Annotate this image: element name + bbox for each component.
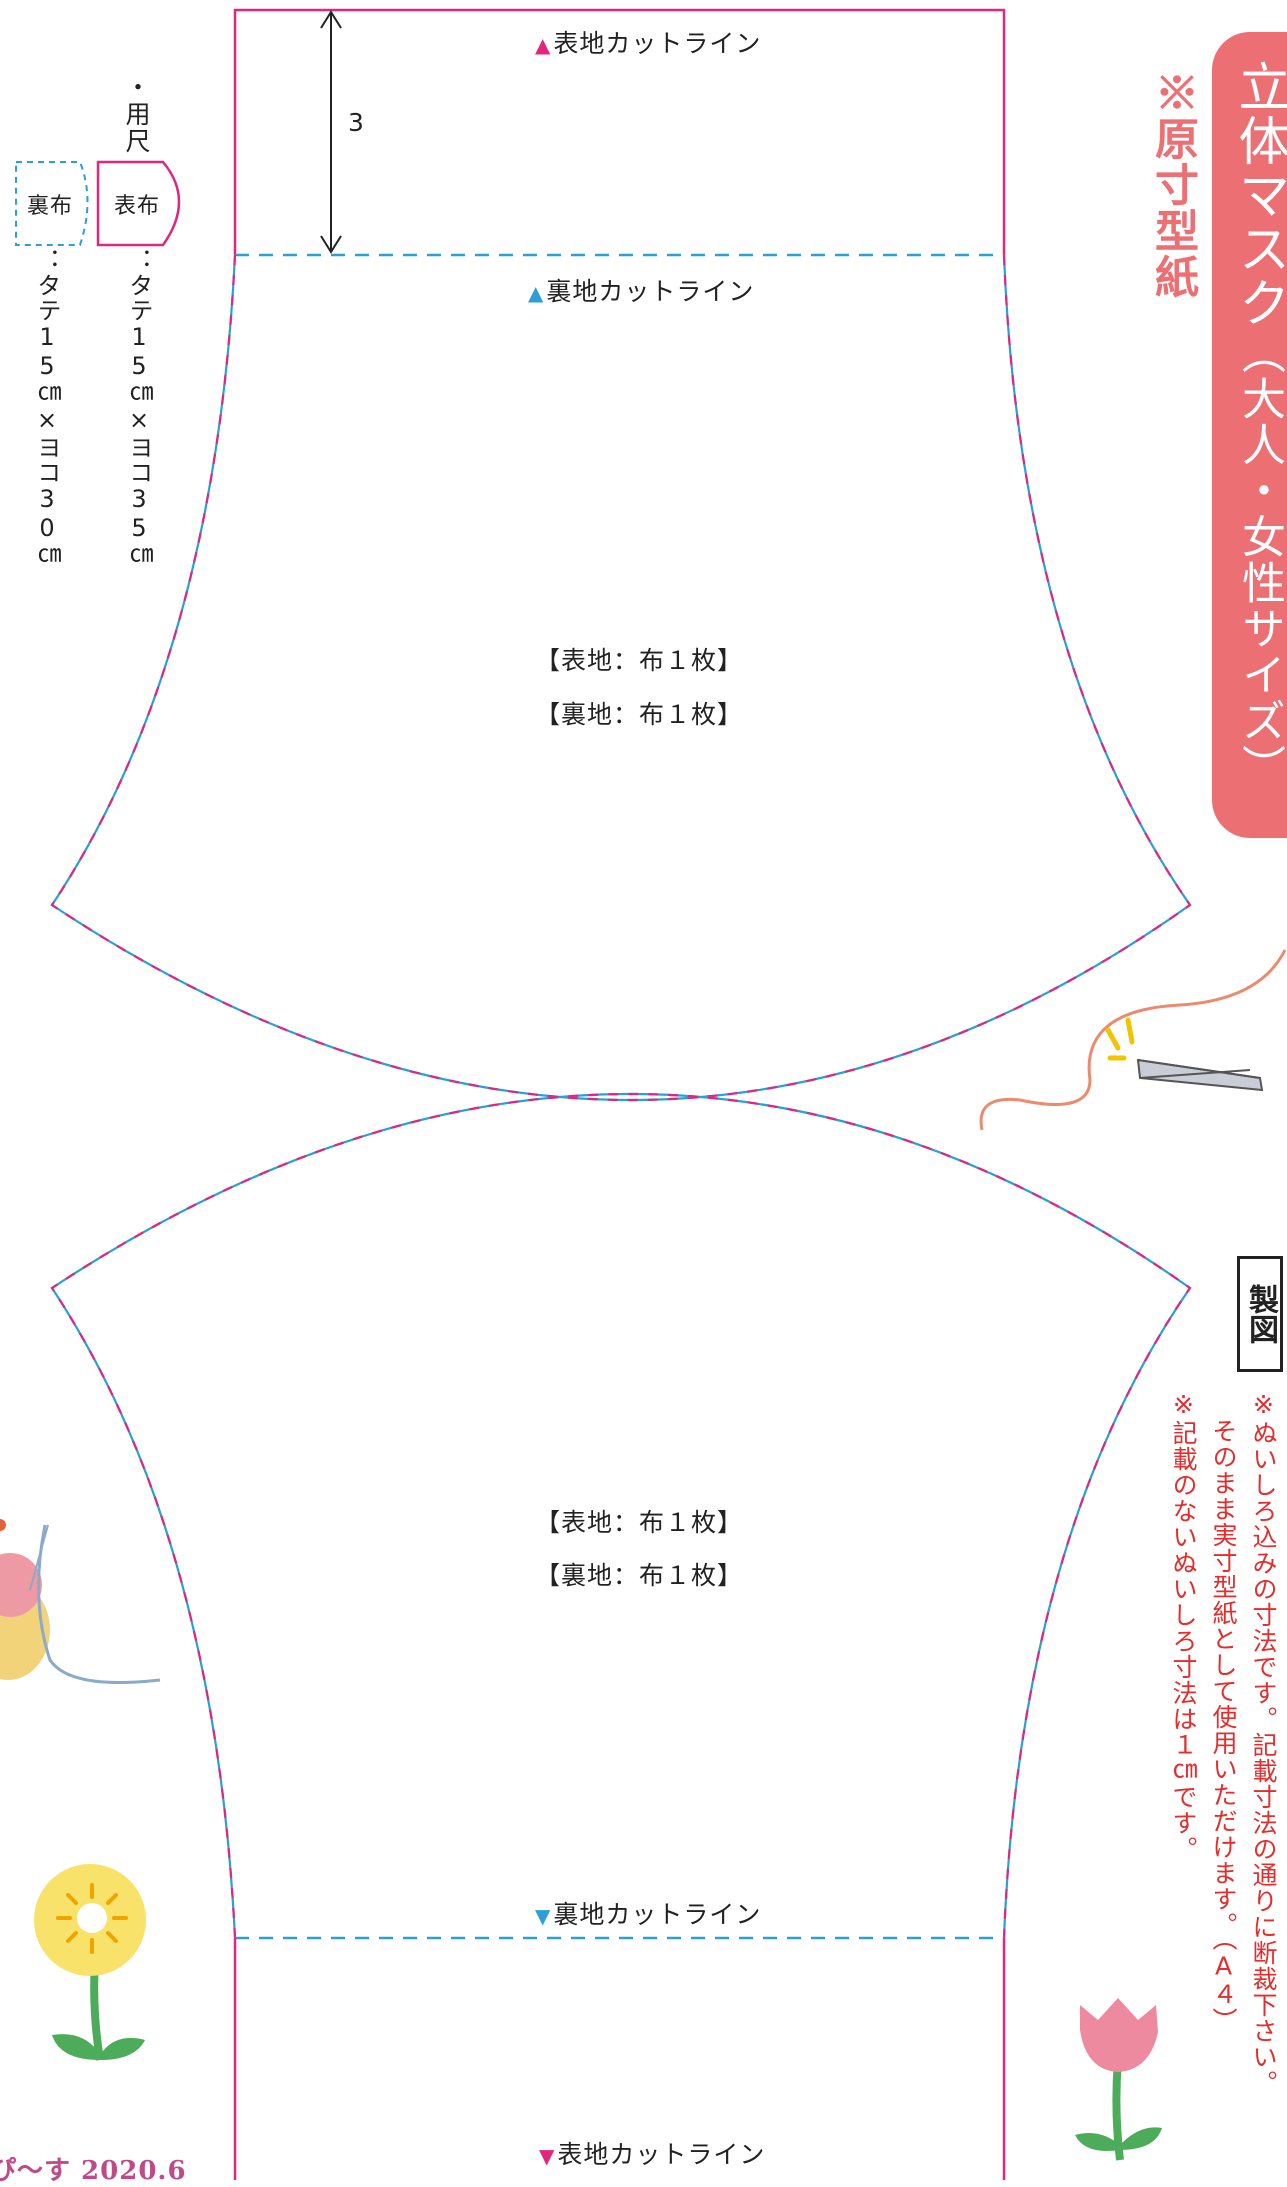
flower-icon: [34, 1864, 146, 2061]
materials-heading: ・用尺: [122, 74, 151, 155]
ura-label: 裏布: [27, 194, 74, 219]
bottom-outer-cutline-label: ▼表地カットライン: [539, 2135, 765, 2171]
bottom-outer-rect: [233, 1938, 1006, 2180]
omote-pattern-icon: [96, 160, 181, 247]
title-main: 立体マスク: [1229, 60, 1287, 330]
gensun-label: ※原寸型紙: [1147, 70, 1198, 300]
bottom-piece-outer-label: 【表地：布１枚】: [535, 1508, 744, 1537]
footer-text: ぴ〜す 2020.6: [0, 2156, 187, 2186]
ura-size: ：タテ15㎝×ヨコ30㎝: [33, 248, 61, 568]
pincushion-icon: [0, 1519, 161, 1684]
top-lining-cutline-text: 裏地カットライン: [546, 277, 755, 306]
note-1-line-2: そのまま実寸型紙として使用いただけます。（A４）: [1209, 1418, 1238, 2034]
dimension-value: 3: [348, 108, 365, 137]
title-sub: （大人・女性サイズ）: [1234, 330, 1285, 790]
top-piece-outer-label: 【表地：布１枚】: [535, 646, 744, 675]
dimension-arrow: [320, 10, 342, 254]
lower-mask-piece: [50, 1093, 1192, 1939]
bottom-lining-cutline-text: 裏地カットライン: [553, 1900, 762, 1929]
triangle-up-icon: ▲: [528, 281, 545, 305]
ura-pattern-icon: [15, 161, 89, 246]
title-banner: [1212, 32, 1287, 838]
note-1-line-1: ※ぬいしろ込みの寸法です。記載寸法の通りに断裁下さい。: [1249, 1390, 1278, 2096]
bottom-piece-lining-label: 【裏地：布１枚】: [535, 1561, 744, 1590]
triangle-down-icon: ▼: [535, 1904, 552, 1928]
top-piece-lining-label: 【裏地：布１枚】: [535, 700, 744, 729]
top-lining-cutline-label: ▲裏地カットライン: [528, 272, 754, 308]
top-outer-cutline-label: ▲表地カットライン: [535, 24, 761, 60]
seizu-box: 製図: [1237, 1256, 1283, 1372]
note-2: ※記載のないぬいしろ寸法は１㎝です。: [1169, 1390, 1198, 1862]
tulip-icon: [1075, 1998, 1162, 2161]
triangle-up-icon: ▲: [535, 33, 552, 57]
scissors-icon: [979, 949, 1287, 1131]
bottom-lining-cutline-label: ▼裏地カットライン: [535, 1895, 761, 1931]
upper-mask-piece: [50, 254, 1192, 1101]
top-outer-rect: [233, 8, 1006, 255]
omote-size: ：タテ15㎝×ヨコ35㎝: [125, 248, 153, 568]
omote-label: 表布: [114, 194, 161, 219]
bottom-outer-cutline-text: 表地カットライン: [557, 2140, 766, 2169]
page-title: 立体マスク（大人・女性サイズ）: [1222, 60, 1287, 790]
top-outer-cutline-text: 表地カットライン: [553, 29, 762, 58]
triangle-down-icon: ▼: [539, 2144, 556, 2168]
